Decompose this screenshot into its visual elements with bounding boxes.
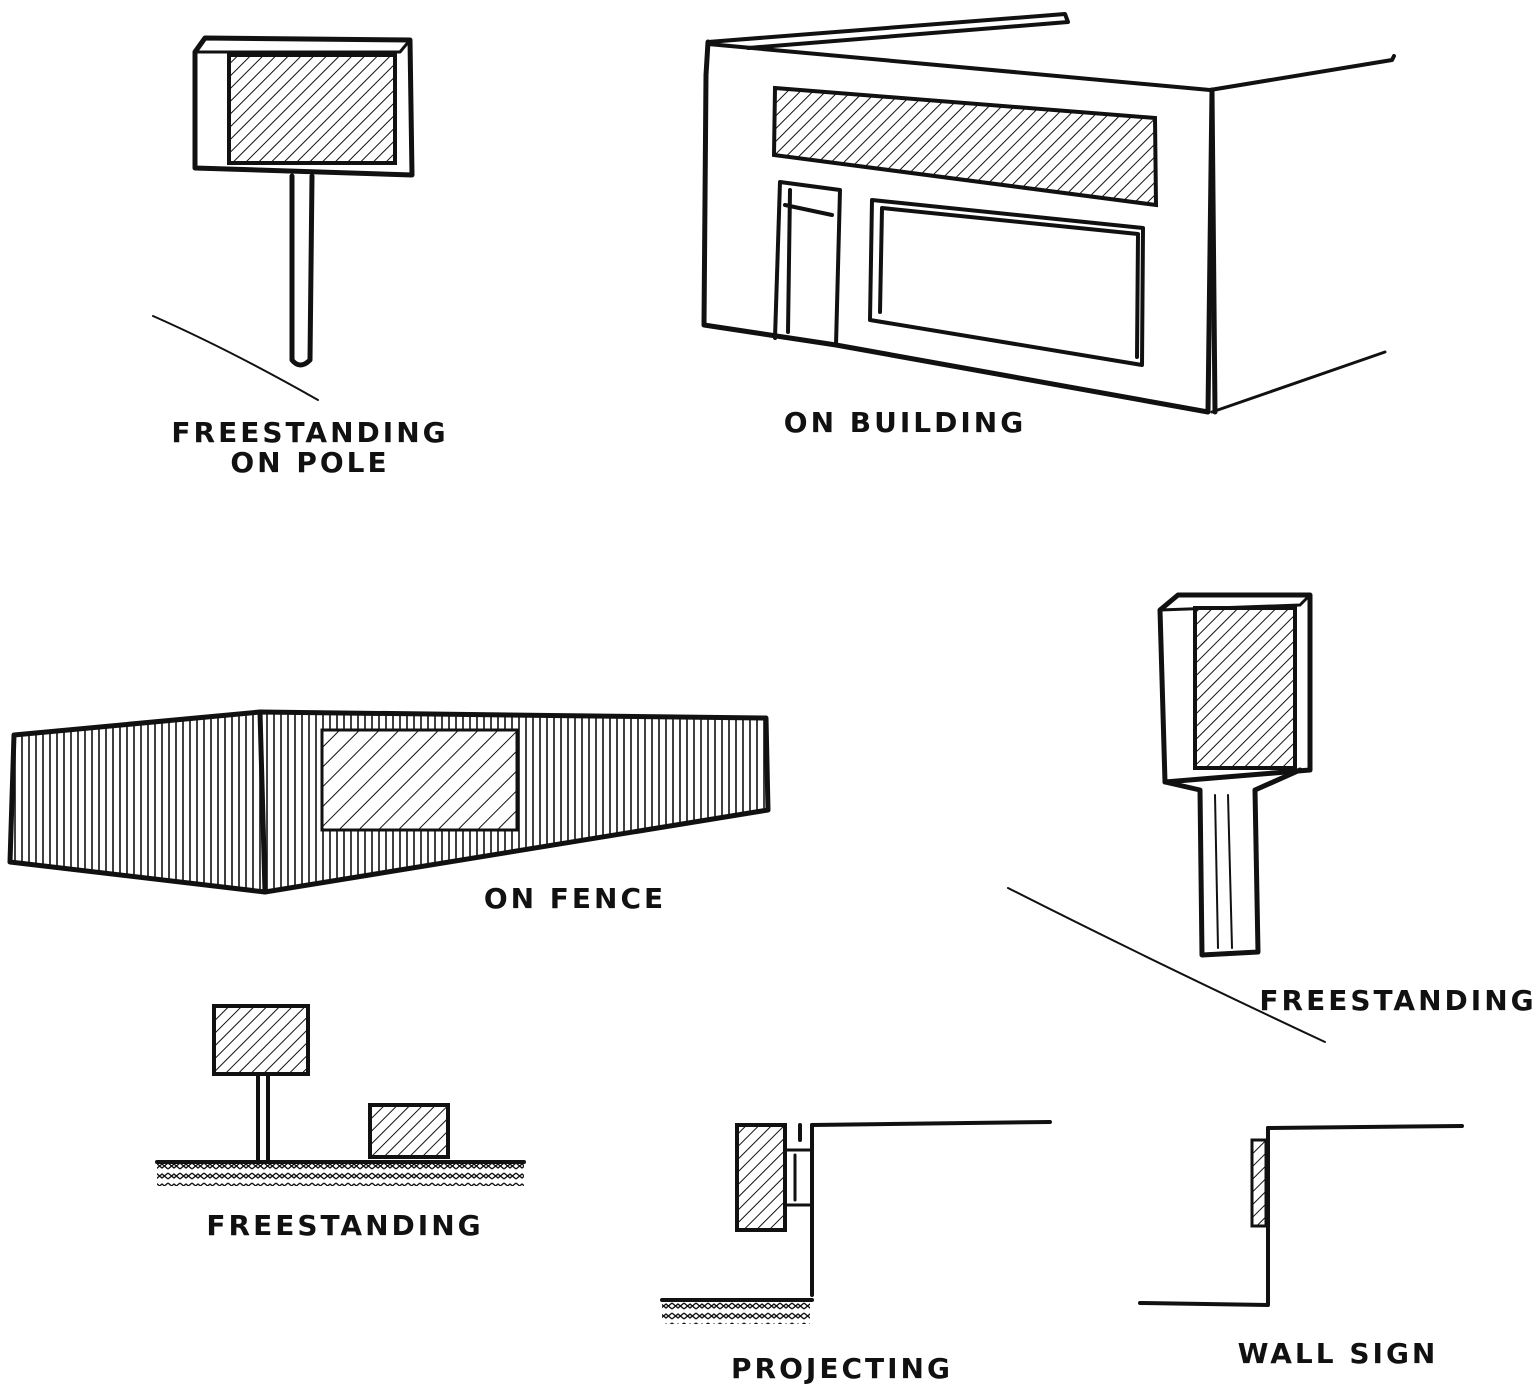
sign-face — [227, 53, 397, 165]
caption-wall-sign: WALL SIGN — [1238, 1337, 1439, 1370]
wall-sign-panel — [1250, 1138, 1268, 1228]
projecting-sign-panel — [735, 1123, 787, 1232]
on-fence-sketch — [7, 709, 771, 895]
caption-on-fence: ON FENCE — [484, 882, 666, 915]
building-sign-band — [771, 85, 1159, 208]
caption-projecting: PROJECTING — [731, 1352, 953, 1385]
wall-sign-sketch — [1138, 1124, 1464, 1307]
freestanding-ground-sketch — [155, 1004, 526, 1186]
projecting-sketch — [660, 1120, 1052, 1324]
caption-freestanding-low: FREESTANDING — [206, 1209, 483, 1242]
low-sign-panel — [368, 1103, 450, 1159]
caption-freestanding-right: FREESTANDING — [1259, 984, 1536, 1017]
freestanding-monument-sketch — [1007, 592, 1326, 1043]
caption-on-building: ON BUILDING — [784, 406, 1026, 439]
on-building-sketch — [701, 12, 1396, 415]
caption-freestanding-on-pole-1: FREESTANDING — [171, 416, 448, 449]
tall-sign-panel — [212, 1004, 310, 1076]
freestanding-on-pole-sketch — [152, 35, 415, 401]
fence-sign-panel — [320, 728, 519, 832]
monument-sign-face — [1193, 606, 1297, 770]
caption-freestanding-on-pole-2: ON POLE — [230, 446, 389, 479]
